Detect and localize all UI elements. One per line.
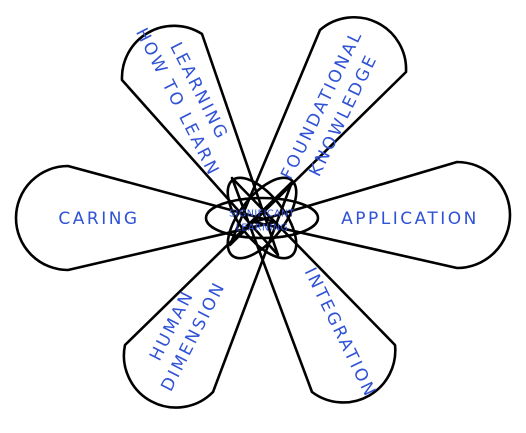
center-ring-diagonal-b: [226, 176, 298, 260]
center-label-line2: LEARNING: [236, 223, 289, 234]
petal-human-dimension: [122, 180, 294, 409]
center-ring-horizontal: [204, 196, 320, 240]
petal-learning-how-to-learn: [120, 24, 280, 257]
petal-caring: [14, 164, 277, 272]
center-label-line1: SIGNIFICANT: [229, 209, 295, 220]
petal-integration: [230, 176, 397, 404]
label-integration: INTEGRATION: [300, 265, 380, 402]
petal-application: [252, 160, 512, 270]
label-application: APPLICATION: [341, 209, 479, 229]
center-ring-diagonal-a: [226, 176, 298, 260]
petal-foundational-knowledge: [228, 16, 408, 247]
label-caring: CARING: [58, 209, 139, 229]
